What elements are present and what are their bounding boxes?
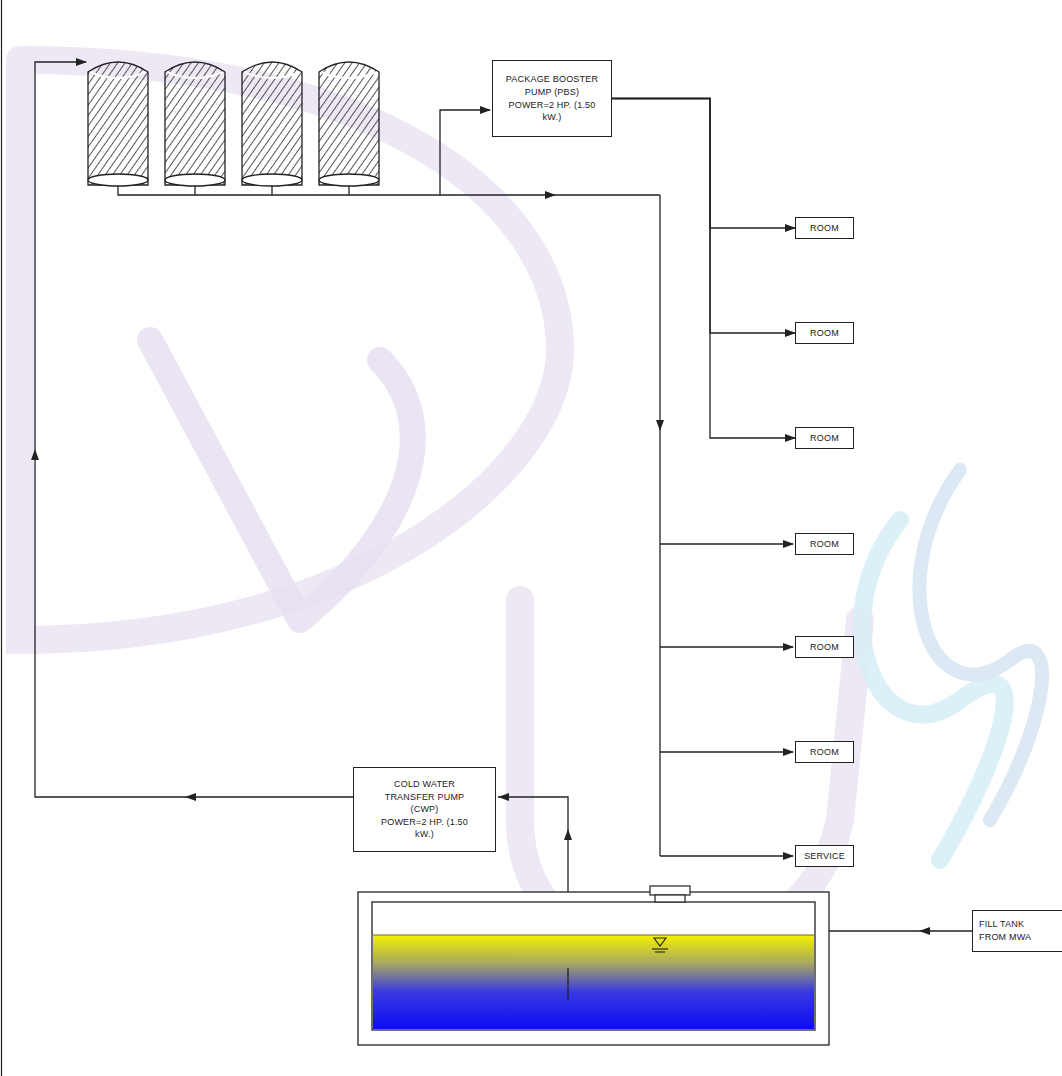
pipe	[815, 930, 972, 931]
source-box: FILL TANK FROM MWA	[972, 910, 1062, 952]
arrowhead	[656, 420, 664, 431]
pipe	[659, 195, 660, 856]
pipe	[660, 646, 793, 647]
room-box: ROOM	[795, 533, 854, 555]
tank-outer-wall	[358, 892, 829, 1045]
pipe	[660, 751, 793, 752]
pump-box: COLD WATER TRANSFER PUMP (CWP)POWER=2 HP…	[353, 767, 496, 852]
manhole	[650, 886, 690, 895]
watermark-arc	[150, 340, 413, 620]
arrowhead	[919, 927, 930, 935]
arrowhead	[480, 106, 491, 114]
room-box: ROOM	[795, 427, 854, 449]
node-label: SERVICE	[801, 850, 848, 863]
watermark-arc	[919, 470, 1042, 820]
supply-pipe-connector	[612, 99, 795, 439]
arrowhead	[783, 748, 794, 756]
arrowhead	[564, 829, 572, 840]
flow-arrows	[31, 58, 930, 935]
pipe	[440, 110, 490, 195]
pipe	[35, 62, 353, 797]
room-box: ROOM	[795, 636, 854, 658]
water-storage-tank	[358, 886, 829, 1045]
service-box: SERVICE	[795, 845, 854, 867]
arrowhead	[31, 449, 39, 460]
pipe	[660, 855, 793, 856]
node-label: FILL TANK FROM MWA	[979, 918, 1052, 943]
tank-inner-wall	[372, 902, 815, 1030]
pressure-tanks	[88, 62, 379, 186]
manhole	[655, 895, 685, 902]
supply-pipes	[35, 62, 972, 968]
pipe	[348, 186, 349, 195]
room-box: ROOM	[795, 322, 854, 344]
node-label: ROOM	[802, 538, 847, 551]
node-label: ROOM	[802, 327, 847, 340]
node-label: PACKAGE BOOSTER PUMP (PBS)	[505, 73, 599, 98]
pressure-tank	[88, 62, 148, 186]
water-level	[373, 935, 814, 936]
arrowhead	[783, 643, 794, 651]
room-box: ROOM	[795, 217, 854, 239]
pressure-tank	[165, 62, 225, 186]
watermark-arc	[862, 520, 1005, 860]
arrowhead	[76, 58, 87, 66]
supply-pipe-connector	[612, 99, 795, 334]
water-level-symbol	[654, 938, 666, 946]
power-rating: POWER=2 HP. (1.50 kW.)	[505, 99, 599, 124]
node-label: ROOM	[802, 222, 847, 235]
water-level-symbol	[655, 951, 665, 952]
node-label: ROOM	[802, 432, 847, 445]
pipe	[660, 543, 793, 544]
pressure-tank	[319, 62, 379, 186]
watermark-arc	[20, 60, 560, 640]
arrowhead	[185, 793, 196, 801]
pump-box: PACKAGE BOOSTER PUMP (PBS)POWER=2 HP. (1…	[492, 60, 612, 137]
suction-pipe	[567, 968, 568, 1000]
pipe	[118, 186, 660, 195]
power-rating: POWER=2 HP. (1.50 kW.)	[376, 816, 473, 841]
room-box: ROOM	[795, 741, 854, 763]
arrowhead	[783, 852, 794, 860]
supply-pipe-connector	[612, 99, 795, 229]
pipe	[271, 186, 272, 195]
frame-line	[1, 0, 2, 1076]
water-body	[373, 935, 814, 1029]
pipe	[194, 186, 195, 195]
arrowhead	[783, 540, 794, 548]
node-label: ROOM	[802, 746, 847, 759]
watermark	[20, 60, 1042, 955]
water-level-symbol	[652, 948, 668, 949]
arrowhead	[545, 191, 556, 199]
arrowhead	[498, 793, 509, 801]
pressure-tank	[242, 62, 302, 186]
node-label: ROOM	[802, 641, 847, 654]
node-label: COLD WATER TRANSFER PUMP (CWP)	[376, 778, 473, 816]
